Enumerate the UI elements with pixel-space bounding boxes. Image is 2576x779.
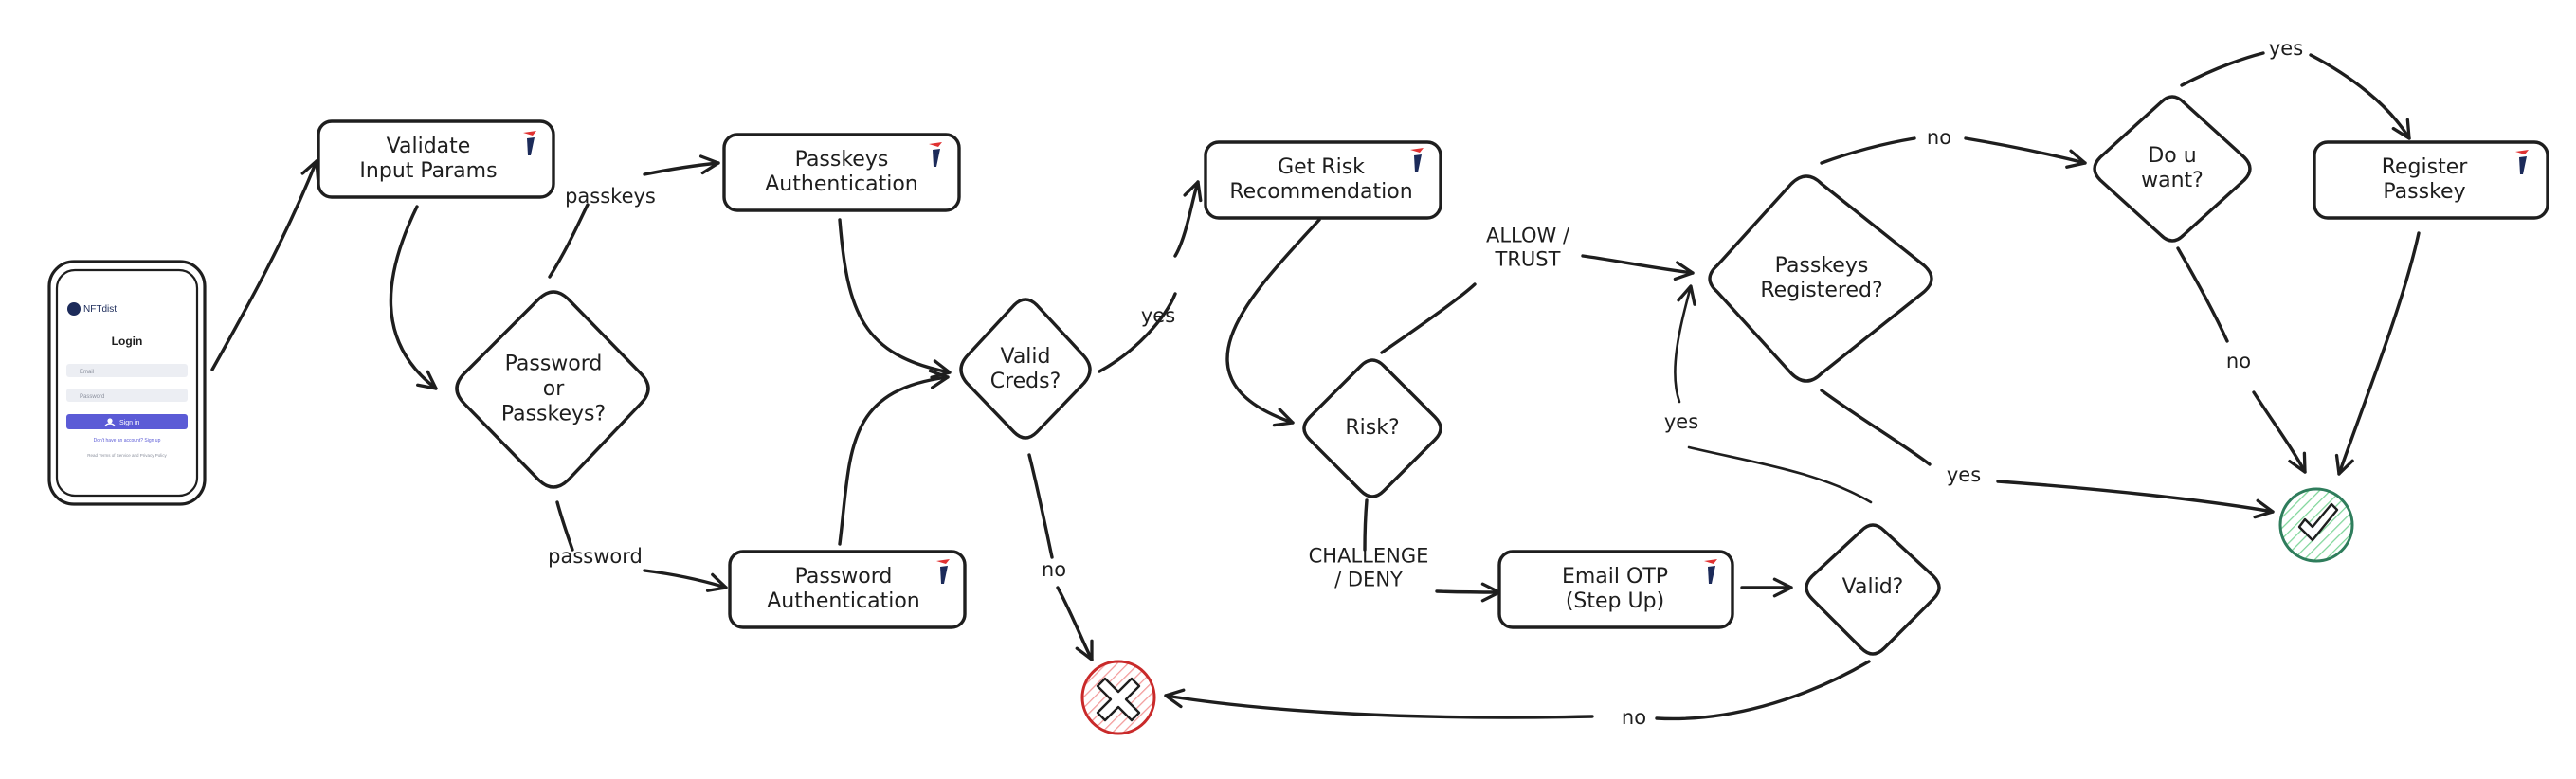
edge-valid-otp-yes: [1675, 286, 1873, 504]
edge-risk-challenge: [1363, 498, 1369, 552]
brand-logo-icon: [2515, 150, 2529, 174]
edge-valid-otp-no: [1166, 660, 1871, 721]
phone-password-placeholder: Password: [80, 394, 104, 400]
node-email-otp: Email OTP(Step Up): [1497, 550, 1734, 629]
phone-login-title: Login: [112, 335, 143, 348]
edge-want-yes: [2180, 51, 2409, 138]
brand-logo-icon: [1704, 559, 1717, 584]
phone-password-input[interactable]: [66, 389, 188, 402]
success-terminal: [2278, 487, 2354, 563]
edge-challenge-to-otp: [1435, 582, 1501, 603]
phone-email-placeholder: Email: [80, 370, 94, 375]
phone-email-input[interactable]: [66, 364, 188, 377]
edge-decision-to-password-auth: [555, 500, 726, 588]
edge-label-yes-otp: yes: [1664, 410, 1698, 433]
phone-brand: NFTdist: [83, 304, 117, 315]
phone-terms-link[interactable]: Read Terms of Service and Privacy Policy: [87, 453, 167, 458]
edge-label-password: password: [548, 545, 643, 568]
checkmark-icon: [2297, 502, 2339, 542]
brand-logo-icon: [929, 142, 942, 167]
edge-password-auth-to-valid-creds: [838, 369, 950, 546]
edge-label-no-want: no: [2226, 350, 2251, 372]
edge-label-challenge-deny: CHALLENGE/ DENY: [1309, 544, 1429, 590]
edge-label-yes-want: yes: [2269, 37, 2303, 60]
brand-logo-icon: [67, 302, 81, 316]
edge-label-no-registered: no: [1927, 126, 1951, 149]
brand-logo-icon: [1410, 148, 1424, 172]
brand-logo-icon: [523, 131, 536, 155]
edge-register-to-success: [2334, 231, 2421, 476]
node-valid-otp: Valid?: [1805, 523, 1941, 656]
edge-labels: passkeys password yes no ALLOW /TRUST CH…: [548, 37, 2303, 729]
svg-text:Email OTP(Step Up): Email OTP(Step Up): [1562, 565, 1668, 613]
edge-label-yes-creds: yes: [1141, 304, 1175, 327]
edge-label-no-creds: no: [1042, 558, 1066, 581]
phone-signin-label: Sign in: [119, 420, 140, 426]
cross-icon: [1096, 677, 1141, 722]
edge-want-no: [2176, 246, 2305, 472]
edge-phone-to-validate: [210, 159, 320, 371]
svg-text:Valid?: Valid?: [1842, 575, 1904, 599]
edge-valid-creds-yes: [1098, 182, 1198, 373]
edge-label-no-otp: no: [1622, 706, 1646, 729]
user-icon-body: [104, 423, 116, 427]
edge-label-passkeys: passkeys: [565, 185, 656, 208]
edge-valid-creds-no: [1027, 453, 1092, 660]
login-phone-mockup: NFTdist Login Email Password Sign in Don…: [47, 260, 207, 506]
phone-signin-button[interactable]: [66, 414, 188, 429]
edge-label-allow-trust: ALLOW /TRUST: [1486, 224, 1570, 270]
edge-registered-yes: [1820, 389, 2273, 512]
brand-logo-icon: [936, 559, 950, 584]
edge-validate-to-decision: [389, 205, 438, 390]
svg-text:Risk?: Risk?: [1345, 416, 1399, 440]
edge-registered-no: [1820, 136, 2085, 163]
edge-decision-to-passkeys-auth: [548, 163, 718, 279]
phone-signup-link[interactable]: Don't have an account? Sign up: [94, 438, 161, 444]
edges: [210, 51, 2421, 721]
edge-label-yes-registered: yes: [1947, 463, 1981, 486]
user-icon: [107, 418, 113, 424]
edge-risk-rec-to-risk: [1225, 218, 1321, 427]
error-terminal: [1080, 660, 1156, 735]
edge-passkeys-auth-to-valid-creds: [838, 218, 952, 379]
node-risk: Risk?: [1302, 358, 1442, 498]
